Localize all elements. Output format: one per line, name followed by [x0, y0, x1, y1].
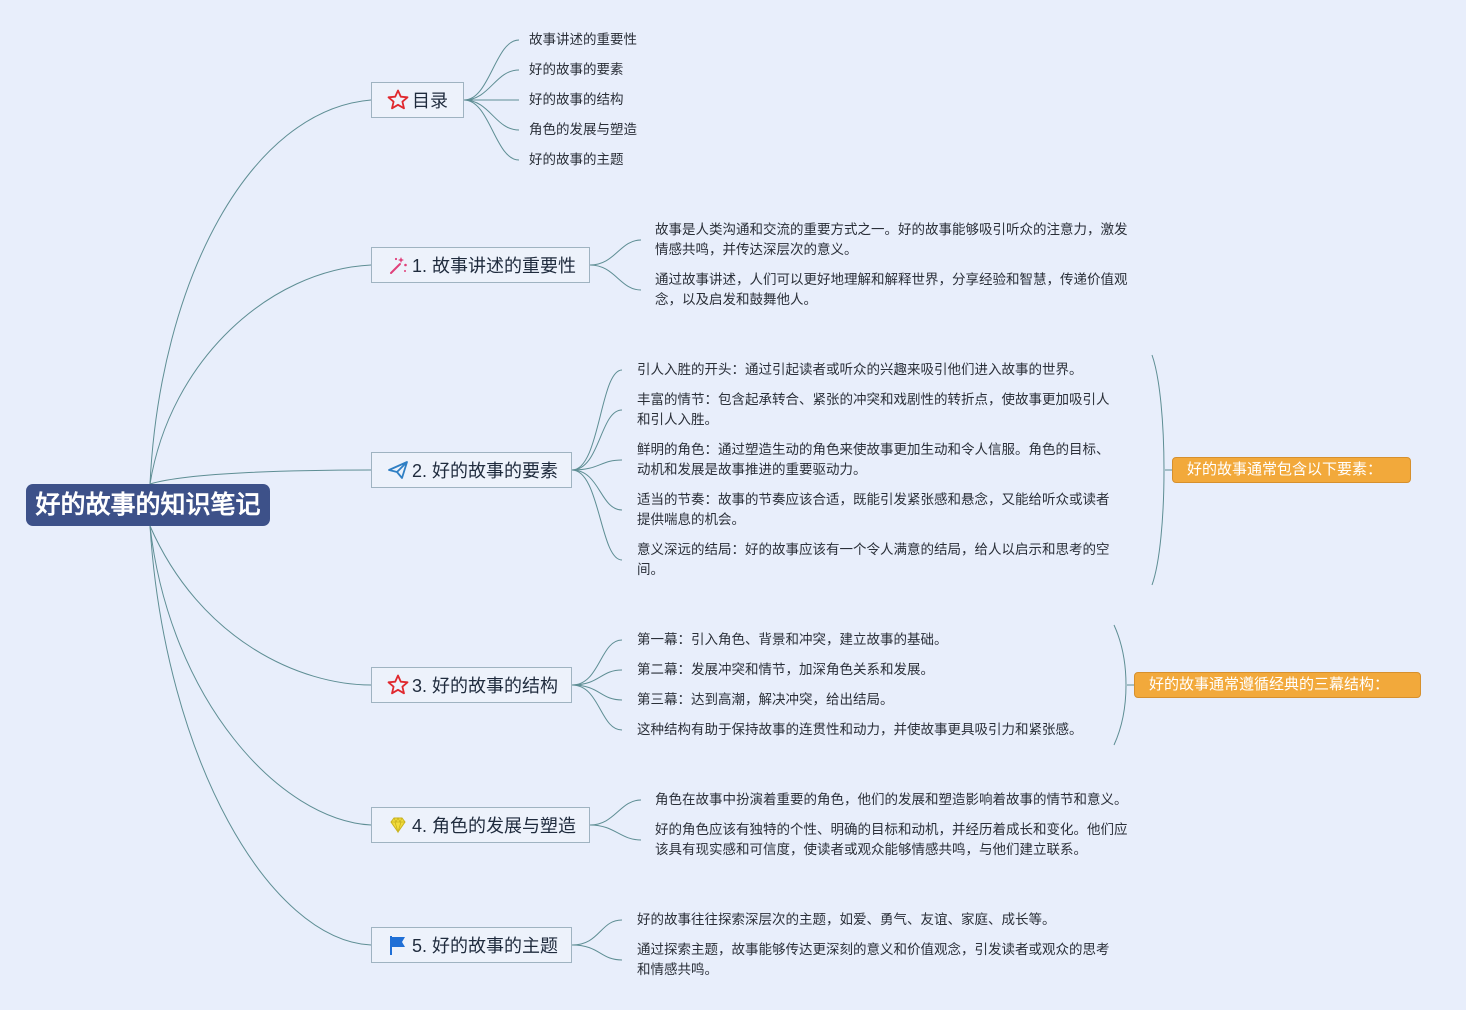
topic-label: 2. 好的故事的要素	[412, 461, 559, 481]
link-root-topic4	[149, 525, 372, 826]
topic-label: 5. 好的故事的主题	[412, 936, 559, 956]
structure-item-4[interactable]: 这种结构有助于保持故事的连贯性和动力，并使故事更具吸引力和紧张感。	[637, 722, 1083, 737]
elements-item-4[interactable]: 适当的节奏：故事的节奏应该合适，既能引发紧张感和悬念，又能给听众或读者 提供喘息…	[637, 492, 1110, 527]
diamond-icon	[386, 813, 410, 837]
topic-label: 目录	[412, 91, 448, 111]
theme-item-2[interactable]: 通过探索主题，故事能够传达更深刻的意义和价值观念，引发读者或观众的思考 和情感共…	[637, 942, 1110, 977]
link-root-topic2	[149, 469, 372, 485]
topic-label: 4. 角色的发展与塑造	[412, 816, 577, 836]
summary-brace-elements	[1151, 354, 1165, 586]
link-root-toc	[149, 99, 372, 485]
toc-item-4[interactable]: 角色的发展与塑造	[529, 122, 637, 137]
structure-item-1[interactable]: 第一幕：引入角色、背景和冲突，建立故事的基础。	[637, 632, 948, 647]
link-root-topic5	[149, 525, 372, 946]
topic-label: 1. 故事讲述的重要性	[412, 256, 577, 276]
topic-characters[interactable]: 4. 角色的发展与塑造	[371, 807, 590, 843]
summary-note-structure[interactable]: 好的故事通常遵循经典的三幕结构：	[1134, 672, 1421, 698]
summary-note-elements[interactable]: 好的故事通常包含以下要素：	[1172, 457, 1411, 483]
toc-item-1[interactable]: 故事讲述的重要性	[529, 32, 637, 47]
elements-item-5[interactable]: 意义深远的结局：好的故事应该有一个令人满意的结局，给人以启示和思考的空 间。	[637, 542, 1110, 577]
toc-item-5[interactable]: 好的故事的主题	[529, 152, 624, 167]
toc-item-2[interactable]: 好的故事的要素	[529, 62, 624, 77]
star-icon	[386, 88, 410, 112]
theme-item-1[interactable]: 好的故事往往探索深层次的主题，如爱、勇气、友谊、家庭、成长等。	[637, 912, 1056, 927]
paper-plane-icon	[386, 458, 410, 482]
topic-theme[interactable]: 5. 好的故事的主题	[371, 927, 572, 963]
sparkle-icon	[386, 253, 410, 277]
star-icon	[386, 673, 410, 697]
topic-structure[interactable]: 3. 好的故事的结构	[371, 667, 572, 703]
link-root-topic1	[149, 264, 372, 485]
characters-item-2[interactable]: 好的角色应该有独特的个性、明确的目标和动机，并经历着成长和变化。他们应 该具有现…	[655, 822, 1128, 857]
link-root-topic3	[149, 525, 372, 686]
flag-icon	[386, 933, 410, 957]
structure-item-3[interactable]: 第三幕：达到高潮，解决冲突，给出结局。	[637, 692, 894, 707]
importance-item-1[interactable]: 故事是人类沟通和交流的重要方式之一。好的故事能够吸引听众的注意力，激发 情感共鸣…	[655, 222, 1128, 257]
root-topic[interactable]: 好的故事的知识笔记	[26, 484, 270, 526]
structure-item-2[interactable]: 第二幕：发展冲突和情节，加深角色关系和发展。	[637, 662, 934, 677]
toc-item-3[interactable]: 好的故事的结构	[529, 92, 624, 107]
topic-toc[interactable]: 目录	[371, 82, 464, 118]
summary-brace-structure	[1113, 624, 1127, 746]
elements-item-3[interactable]: 鲜明的角色：通过塑造生动的角色来使故事更加生动和令人信服。角色的目标、 动机和发…	[637, 442, 1110, 477]
topic-elements[interactable]: 2. 好的故事的要素	[371, 452, 572, 488]
characters-item-1[interactable]: 角色在故事中扮演着重要的角色，他们的发展和塑造影响着故事的情节和意义。	[655, 792, 1128, 807]
topic-label: 3. 好的故事的结构	[412, 676, 559, 696]
topic-importance[interactable]: 1. 故事讲述的重要性	[371, 247, 590, 283]
importance-item-2[interactable]: 通过故事讲述，人们可以更好地理解和解释世界，分享经验和智慧，传递价值观 念，以及…	[655, 272, 1128, 307]
elements-item-2[interactable]: 丰富的情节：包含起承转合、紧张的冲突和戏剧性的转折点，使故事更加吸引人 和引人入…	[637, 392, 1110, 427]
elements-item-1[interactable]: 引人入胜的开头：通过引起读者或听众的兴趣来吸引他们进入故事的世界。	[637, 362, 1083, 377]
